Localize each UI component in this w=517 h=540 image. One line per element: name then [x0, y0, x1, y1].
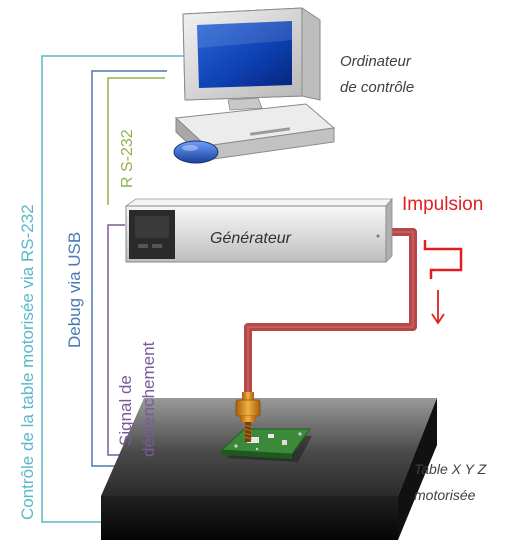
computer-label-line1: Ordinateur [340, 53, 412, 70]
trigger-signal-label-line1: Signal de [116, 375, 135, 446]
table-label-line1: Table X Y Z [414, 461, 487, 477]
mouse-icon [173, 140, 219, 164]
rs232-label: R S-232 [119, 129, 136, 188]
debug-usb-label: Debug via USB [65, 232, 84, 348]
trigger-signal-label-line2: déclenchement [139, 341, 158, 457]
impulsion-label: Impulsion [402, 194, 483, 215]
injection-probe-icon [235, 392, 261, 442]
rs232-control-connection [41, 55, 185, 523]
generator-label: Générateur [210, 230, 292, 247]
rs232-connection [107, 77, 165, 205]
desktop-computer-icon [174, 7, 336, 162]
pulse-waveform-icon [423, 240, 463, 279]
pulse-cable [244, 228, 417, 400]
table-label-line2: motorisée [414, 487, 476, 503]
rs232-control-label: Contrôle de la table motorisée via RS-23… [18, 204, 37, 520]
down-arrow-icon [431, 290, 445, 325]
pcb-board [220, 428, 312, 462]
pulse-generator-icon [124, 197, 393, 263]
computer-label-line2: de contrôle [340, 79, 414, 96]
